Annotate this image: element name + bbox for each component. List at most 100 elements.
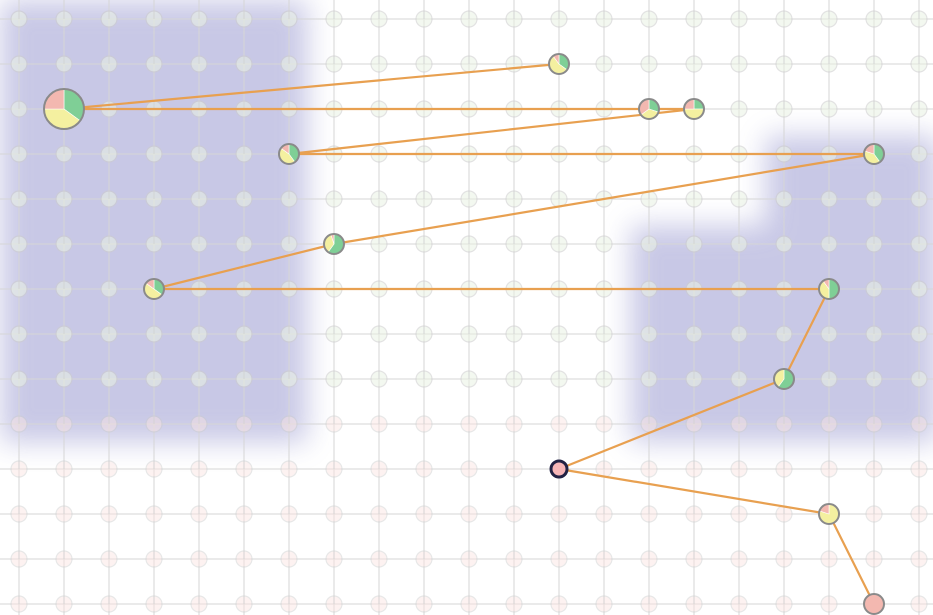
background-dot (820, 235, 838, 253)
background-dot (730, 55, 748, 73)
background-dot-fill (910, 595, 928, 613)
background-dot (100, 10, 118, 28)
background-dot (190, 325, 208, 343)
background-dot-fill (415, 595, 433, 613)
background-dot (370, 505, 388, 523)
background-dot-fill (865, 505, 883, 523)
background-dot (640, 55, 658, 73)
background-dot (685, 550, 703, 568)
background-dot (685, 460, 703, 478)
background-dot (55, 55, 73, 73)
background-dot (370, 550, 388, 568)
background-dot (775, 190, 793, 208)
background-dot (730, 190, 748, 208)
background-dot-fill (505, 415, 523, 433)
background-dot (595, 55, 613, 73)
background-dot (280, 325, 298, 343)
pie-marker (773, 368, 795, 390)
background-dot (145, 460, 163, 478)
background-dot (100, 460, 118, 478)
background-dot-fill (640, 460, 658, 478)
background-dot (550, 415, 568, 433)
background-dot (325, 55, 343, 73)
background-dot (775, 460, 793, 478)
background-dot (10, 370, 28, 388)
background-dot-fill (775, 415, 793, 433)
background-dot (640, 595, 658, 613)
background-dot-fill (370, 460, 388, 478)
background-dot (730, 100, 748, 118)
background-dot-fill (145, 550, 163, 568)
pie-marker (818, 278, 840, 300)
background-dot-fill (100, 505, 118, 523)
background-dot-fill (865, 550, 883, 568)
background-dot (595, 325, 613, 343)
background-dot (55, 190, 73, 208)
background-dot (460, 190, 478, 208)
background-dot (145, 55, 163, 73)
background-dot-fill (820, 595, 838, 613)
background-dot-fill (685, 460, 703, 478)
background-dot (820, 415, 838, 433)
background-dot (415, 10, 433, 28)
background-dot (235, 145, 253, 163)
background-dot (190, 595, 208, 613)
background-dot (595, 415, 613, 433)
background-dot (685, 505, 703, 523)
background-dot (865, 280, 883, 298)
background-dot-fill (325, 550, 343, 568)
background-dot (55, 280, 73, 298)
background-dot-fill (730, 550, 748, 568)
background-dot (415, 370, 433, 388)
background-dot (865, 235, 883, 253)
background-dot (595, 550, 613, 568)
background-dot (10, 550, 28, 568)
background-dot (415, 505, 433, 523)
background-dot (505, 460, 523, 478)
background-dot (505, 505, 523, 523)
background-dot (190, 370, 208, 388)
background-dot (550, 235, 568, 253)
background-dot-fill (685, 505, 703, 523)
background-dot-fill (100, 550, 118, 568)
background-dot (910, 505, 928, 523)
background-dot (325, 325, 343, 343)
background-dot (370, 415, 388, 433)
background-dot (55, 235, 73, 253)
background-dot (595, 235, 613, 253)
background-dot (550, 325, 568, 343)
background-dot (325, 190, 343, 208)
background-dot (685, 370, 703, 388)
background-dot-fill (100, 595, 118, 613)
background-dot (595, 595, 613, 613)
background-dot (145, 550, 163, 568)
background-dot (280, 235, 298, 253)
background-dot-fill (505, 550, 523, 568)
background-dot-fill (910, 550, 928, 568)
background-dot-fill (775, 460, 793, 478)
background-dot (235, 190, 253, 208)
background-dot (505, 370, 523, 388)
background-dot (235, 415, 253, 433)
pie-slice (683, 108, 705, 120)
pie-outline (323, 233, 345, 255)
background-dot-fill (460, 595, 478, 613)
background-dot (280, 10, 298, 28)
background-dot (415, 325, 433, 343)
background-dot (145, 595, 163, 613)
background-dot-fill (910, 415, 928, 433)
background-dot-fill (415, 415, 433, 433)
background-dot (775, 415, 793, 433)
background-dot (10, 460, 28, 478)
background-dot (10, 505, 28, 523)
background-dot-fill (280, 415, 298, 433)
background-dot (505, 595, 523, 613)
background-dot-fill (145, 595, 163, 613)
background-dot (55, 10, 73, 28)
background-dot (640, 550, 658, 568)
background-dot (235, 325, 253, 343)
background-dot (775, 595, 793, 613)
background-dot (460, 415, 478, 433)
